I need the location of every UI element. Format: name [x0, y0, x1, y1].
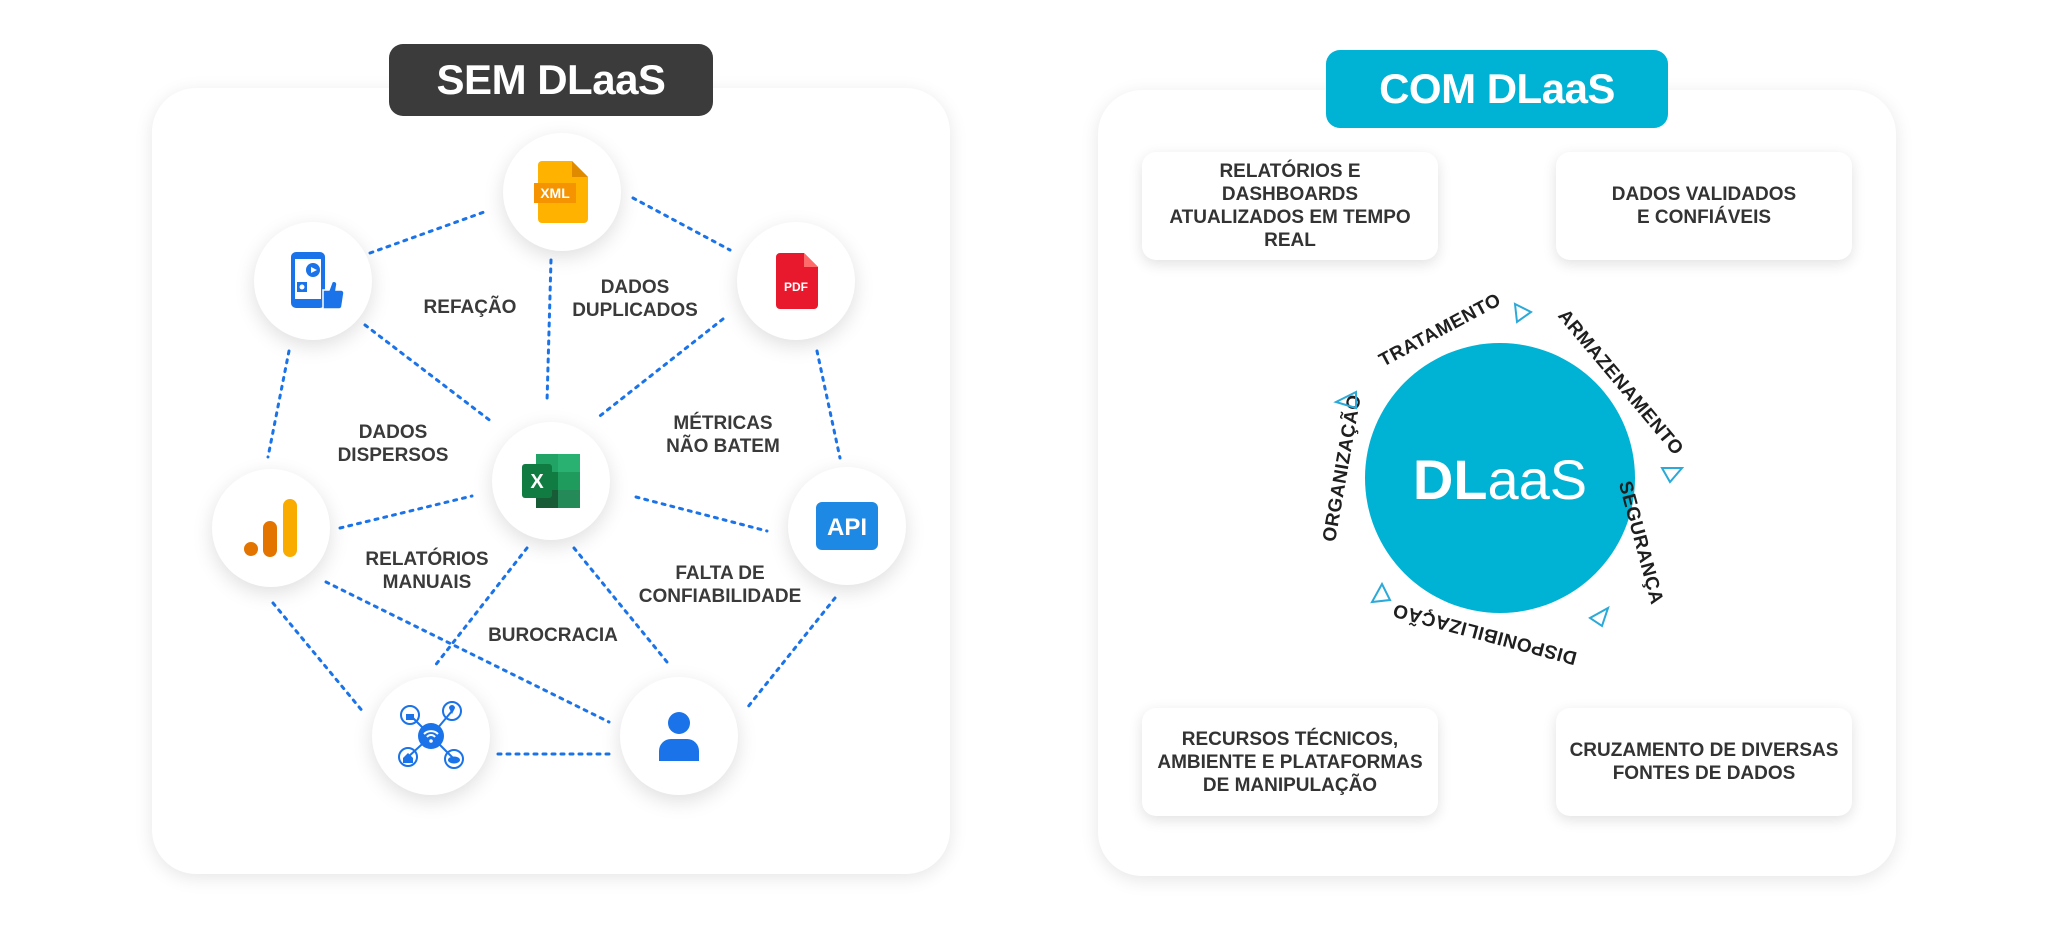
- card-recursos-tecnicos: RECURSOS TÉCNICOS, AMBIENTE E PLATAFORMA…: [1142, 708, 1438, 816]
- svg-text:X: X: [530, 471, 544, 493]
- card-dados-validados: DADOS VALIDADOS E CONFIÁVEIS: [1556, 152, 1852, 260]
- svg-text:XML: XML: [540, 185, 570, 201]
- label-relatorios-manuais: RELATÓRIOS MANUAIS: [365, 549, 489, 593]
- line-api-user: [745, 596, 837, 710]
- xml-file-icon: XML: [534, 161, 588, 223]
- dlaas-center-circle: [1365, 343, 1635, 613]
- label-falta-confiabilidade: FALTA DE CONFIABILIDADE: [638, 563, 802, 607]
- pdf-node: PDF: [737, 222, 855, 340]
- label-refacao: REFAÇÃO: [423, 297, 517, 318]
- line-analytics-excel: [338, 494, 474, 530]
- analytics-icon: [244, 499, 297, 557]
- social-media-node: [254, 222, 372, 340]
- line-analytics-network: [271, 601, 366, 715]
- line-excel-network: [432, 546, 529, 669]
- cycle-arrow-1-icon: [1513, 302, 1533, 324]
- line-excel-api: [634, 495, 769, 533]
- api-node: API: [788, 467, 906, 585]
- mobile-social-icon: [291, 252, 345, 310]
- cycle-label-seguranca: SEGURANÇA: [1614, 479, 1667, 607]
- cycle-arrow-2-icon: [1660, 467, 1685, 484]
- card-relatorios-dashboards: RELATÓRIOS E DASHBOARDS ATUALIZADOS EM T…: [1142, 152, 1438, 260]
- cycle-arrow-3-icon: [1588, 605, 1610, 628]
- cycle-arrow-5-icon: [1333, 390, 1357, 410]
- label-dados-duplicados: DADOS DUPLICADOS: [572, 277, 698, 321]
- excel-node: X: [492, 422, 610, 540]
- svg-text:API: API: [827, 514, 867, 541]
- line-social-analytics: [266, 349, 291, 459]
- connected-devices-icon: [398, 701, 464, 769]
- api-icon: API: [816, 502, 878, 550]
- line-pdf-excel: [594, 317, 725, 421]
- pdf-file-icon: PDF: [776, 253, 818, 309]
- label-metricas-nao-batem: MÉTRICAS NÃO BATEM: [666, 413, 780, 457]
- line-pdf-api: [815, 349, 842, 460]
- analytics-node: [212, 469, 330, 587]
- dlaas-cycle: DLaaS TRATAMENTO ARMAZENAMENTO SEGURANÇA…: [1318, 290, 1687, 670]
- label-dados-dispersos: DADOS DISPERSOS: [337, 422, 449, 466]
- network-node: [372, 677, 490, 795]
- dlaas-logo: DLaaS: [1413, 448, 1587, 511]
- line-social-excel: [363, 323, 494, 424]
- right-panel-title: COM DLaaS: [1326, 50, 1668, 128]
- line-xml-excel: [545, 258, 553, 404]
- line-xml-pdf: [631, 196, 732, 252]
- line-social-xml: [368, 209, 489, 255]
- line-analytics-user: [324, 580, 611, 724]
- label-burocracia: BUROCRACIA: [488, 625, 618, 646]
- user-node: [620, 677, 738, 795]
- cycle-label-organizacao: ORGANIZAÇÃO: [1318, 393, 1366, 544]
- line-excel-user: [572, 546, 669, 664]
- left-panel-title: SEM DLaaS: [389, 44, 713, 116]
- excel-icon: X: [522, 454, 580, 508]
- card-cruzamento-fontes: CRUZAMENTO DE DIVERSAS FONTES DE DADOS: [1556, 708, 1852, 816]
- xml-node: XML: [503, 133, 621, 251]
- cycle-arrow-4-icon: [1370, 581, 1392, 604]
- user-icon: [659, 712, 699, 761]
- svg-text:PDF: PDF: [784, 280, 808, 294]
